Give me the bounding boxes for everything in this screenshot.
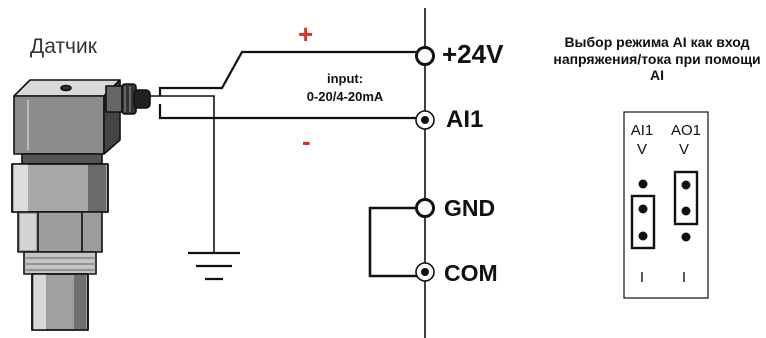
terminal-ai1-symbol bbox=[415, 110, 435, 130]
wire-signal bbox=[158, 104, 418, 120]
terminal-com-label: COM bbox=[444, 260, 498, 286]
terminal-ai1-label: AI1 bbox=[446, 106, 484, 133]
terminal-gnd-symbol bbox=[415, 198, 435, 218]
ground-symbol bbox=[188, 251, 240, 281]
jumper-col2-name: AO1 bbox=[671, 122, 702, 139]
sensor-label: Датчик bbox=[30, 35, 97, 58]
signal-range-label: 0-20/4-20mA bbox=[306, 89, 384, 104]
jumper-col1-bottom-letter: I bbox=[639, 269, 645, 286]
jumper-col1-name: AI1 bbox=[630, 122, 654, 139]
terminal-24v-label: +24V bbox=[442, 39, 504, 69]
input-label: input: bbox=[326, 71, 364, 86]
wire-plus bbox=[158, 50, 420, 96]
jumper-ai1 bbox=[630, 179, 656, 250]
terminal-com-symbol bbox=[415, 262, 435, 282]
jumper-panel-border bbox=[623, 111, 709, 299]
minus-polarity-label: - bbox=[302, 126, 311, 156]
mode-selection-title: Выбор режима AI как вход напряжения/тока… bbox=[553, 34, 761, 84]
gnd-com-jumper-wire bbox=[368, 206, 420, 278]
terminal-24v-symbol bbox=[415, 46, 435, 66]
jumper-col2-bottom-letter: I bbox=[681, 269, 687, 286]
jumper-col2-top-letter: V bbox=[678, 141, 689, 158]
jumper-ao1 bbox=[673, 170, 699, 242]
ground-wire bbox=[147, 95, 215, 252]
jumper-col1-top-letter: V bbox=[636, 141, 647, 158]
pressure-sensor-image bbox=[11, 79, 151, 331]
terminal-gnd-label: GND bbox=[444, 195, 496, 221]
plus-polarity-label: + bbox=[298, 19, 314, 49]
